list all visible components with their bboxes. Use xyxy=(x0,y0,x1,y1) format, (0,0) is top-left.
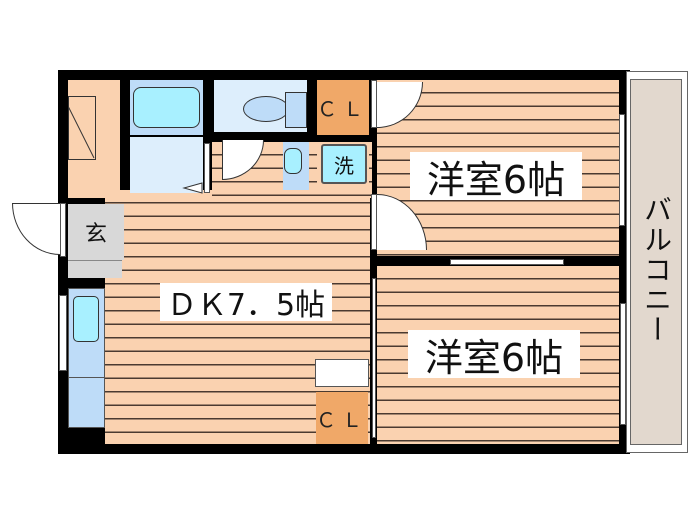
balcony-window-2[interactable] xyxy=(620,303,626,425)
balcony-text: バルコニー xyxy=(640,195,673,345)
closet-top: ＣＬ xyxy=(317,80,369,135)
western-room-2-door[interactable] xyxy=(372,278,376,438)
balcony-window-1[interactable] xyxy=(619,114,625,226)
laundry-pan: 洗 xyxy=(321,144,367,184)
sink-icon xyxy=(284,148,302,174)
entrance: 玄 xyxy=(68,204,124,260)
entrance-door-frame xyxy=(60,203,66,257)
closet-bottom: ＣＬ xyxy=(316,392,368,444)
western-room-2-label: 洋室6帖 xyxy=(408,330,580,380)
entrance-step xyxy=(68,260,122,278)
entrance-door[interactable] xyxy=(12,203,60,255)
dining-kitchen-label: ＤＫ7．5帖 xyxy=(160,283,332,323)
shoe-storage-shelf xyxy=(68,96,96,160)
door-frame-1 xyxy=(371,80,377,128)
washroom xyxy=(130,137,203,193)
bathtub-icon xyxy=(133,87,200,128)
door-triangle-icon xyxy=(182,182,203,194)
balcony xyxy=(630,79,682,445)
toilet-bowl-icon xyxy=(243,96,289,122)
closet-bottom-doors[interactable] xyxy=(315,359,369,387)
toilet-tank-icon xyxy=(285,92,307,128)
western-room-1-label: 洋室6帖 xyxy=(410,152,582,202)
kitchen-sink-icon xyxy=(73,296,99,342)
balcony-label: バルコニー xyxy=(638,195,674,365)
bath-door[interactable] xyxy=(204,143,210,193)
sliding-door-western-rooms[interactable] xyxy=(450,259,564,265)
kitchen-counter-divider xyxy=(68,377,105,378)
kitchen-window[interactable] xyxy=(59,295,67,371)
